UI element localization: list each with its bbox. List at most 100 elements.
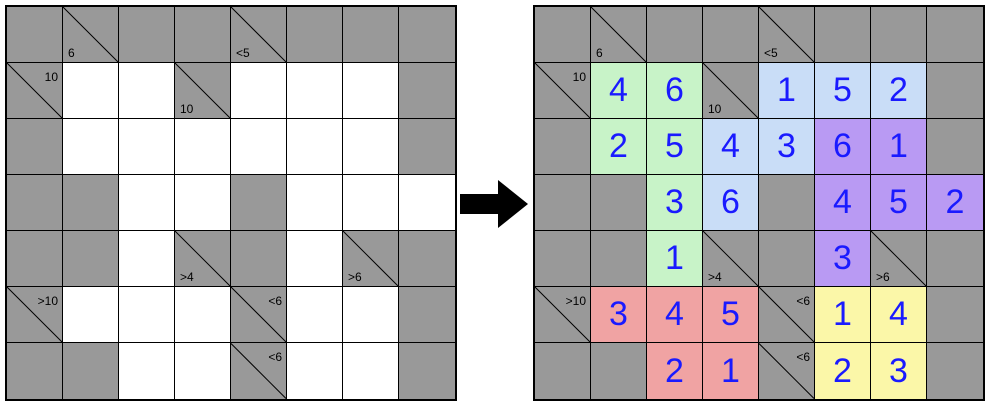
diagonal-line <box>343 231 398 286</box>
cell-digit: 6 <box>721 183 740 221</box>
shaded-cell <box>343 7 399 63</box>
clue-label: <5 <box>764 46 778 60</box>
empty-cell <box>175 287 231 343</box>
empty-cell <box>343 287 399 343</box>
cell-digit: 2 <box>889 71 908 109</box>
filled-cell: 3 <box>647 175 703 231</box>
empty-cell <box>343 119 399 175</box>
shaded-cell <box>759 231 815 287</box>
diagonal-line <box>535 287 590 342</box>
shaded-cell <box>7 175 63 231</box>
filled-cell: 1 <box>647 231 703 287</box>
shaded-cell <box>399 343 455 399</box>
diagonal-line <box>231 7 286 62</box>
clue-cell: 6 <box>591 7 647 63</box>
empty-cell <box>287 343 343 399</box>
empty-cell <box>287 175 343 231</box>
empty-cell <box>119 119 175 175</box>
filled-cell: 4 <box>871 287 927 343</box>
shaded-cell <box>927 231 983 287</box>
cell-digit: 5 <box>889 183 908 221</box>
shaded-cell <box>7 7 63 63</box>
diagonal-line <box>7 63 62 118</box>
filled-cell: 3 <box>591 287 647 343</box>
filled-cell: 6 <box>647 63 703 119</box>
shaded-cell <box>399 287 455 343</box>
clue-cell: >10 <box>7 287 63 343</box>
empty-cell <box>175 119 231 175</box>
clue-label: 6 <box>596 46 603 60</box>
diagonal-line <box>231 343 286 399</box>
shaded-cell <box>287 7 343 63</box>
empty-cell <box>231 119 287 175</box>
clue-cell: 10 <box>7 63 63 119</box>
clue-label: 10 <box>44 70 58 84</box>
filled-cell: 2 <box>647 343 703 399</box>
empty-cell <box>287 231 343 287</box>
filled-cell: 3 <box>815 231 871 287</box>
cell-digit: 2 <box>945 183 965 221</box>
empty-cell <box>63 63 119 119</box>
cell-digit: 1 <box>833 295 852 333</box>
shaded-cell <box>591 175 647 231</box>
shaded-cell <box>703 7 759 63</box>
shaded-cell <box>647 7 703 63</box>
clue-cell: <6 <box>231 343 287 399</box>
empty-cell <box>287 119 343 175</box>
cell-digit: 6 <box>833 127 852 165</box>
filled-cell: 4 <box>815 175 871 231</box>
clue-cell: 10 <box>175 63 231 119</box>
cell-digit: 2 <box>833 351 852 390</box>
cell-digit: 3 <box>777 127 796 165</box>
filled-cell: 5 <box>703 287 759 343</box>
shaded-cell <box>7 343 63 399</box>
empty-cell <box>175 343 231 399</box>
clue-cell: 10 <box>535 63 591 119</box>
filled-cell: 3 <box>871 343 927 399</box>
filled-cell: 2 <box>591 119 647 175</box>
filled-cell: 2 <box>871 63 927 119</box>
empty-cell <box>119 175 175 231</box>
cell-digit: 3 <box>833 239 852 277</box>
cell-digit: 2 <box>665 351 684 390</box>
cell-digit: 1 <box>889 127 908 165</box>
clue-label: 10 <box>572 70 586 84</box>
empty-cell <box>287 63 343 119</box>
diagonal-line <box>759 343 814 399</box>
clue-label: <6 <box>796 294 810 308</box>
clue-label: >10 <box>565 294 586 308</box>
shaded-cell <box>7 119 63 175</box>
cell-digit: 1 <box>777 71 796 109</box>
cell-digit: 5 <box>665 127 684 165</box>
filled-cell: 4 <box>591 63 647 119</box>
filled-cell: 5 <box>647 119 703 175</box>
filled-cell: 6 <box>815 119 871 175</box>
empty-cell <box>231 63 287 119</box>
cell-digit: 3 <box>609 295 628 333</box>
empty-cell <box>119 231 175 287</box>
shaded-cell <box>759 175 815 231</box>
cell-digit: 4 <box>833 183 852 221</box>
cell-digit: 3 <box>665 183 684 221</box>
filled-cell: 4 <box>647 287 703 343</box>
empty-cell <box>63 119 119 175</box>
empty-cell <box>119 63 175 119</box>
clue-label: >6 <box>876 270 890 284</box>
diagonal-line <box>231 287 286 342</box>
clue-cell: <6 <box>231 287 287 343</box>
empty-cell <box>63 287 119 343</box>
shaded-cell <box>399 7 455 63</box>
shaded-cell <box>927 63 983 119</box>
cell-digit: 1 <box>721 351 740 390</box>
shaded-cell <box>175 7 231 63</box>
diagonal-line <box>703 63 758 118</box>
filled-cell: 1 <box>815 287 871 343</box>
shaded-cell <box>399 63 455 119</box>
clue-label: 6 <box>68 46 75 60</box>
clue-cell: >4 <box>175 231 231 287</box>
shaded-cell <box>815 7 871 63</box>
empty-cell <box>343 63 399 119</box>
shaded-cell <box>7 231 63 287</box>
filled-cell: 4 <box>703 119 759 175</box>
